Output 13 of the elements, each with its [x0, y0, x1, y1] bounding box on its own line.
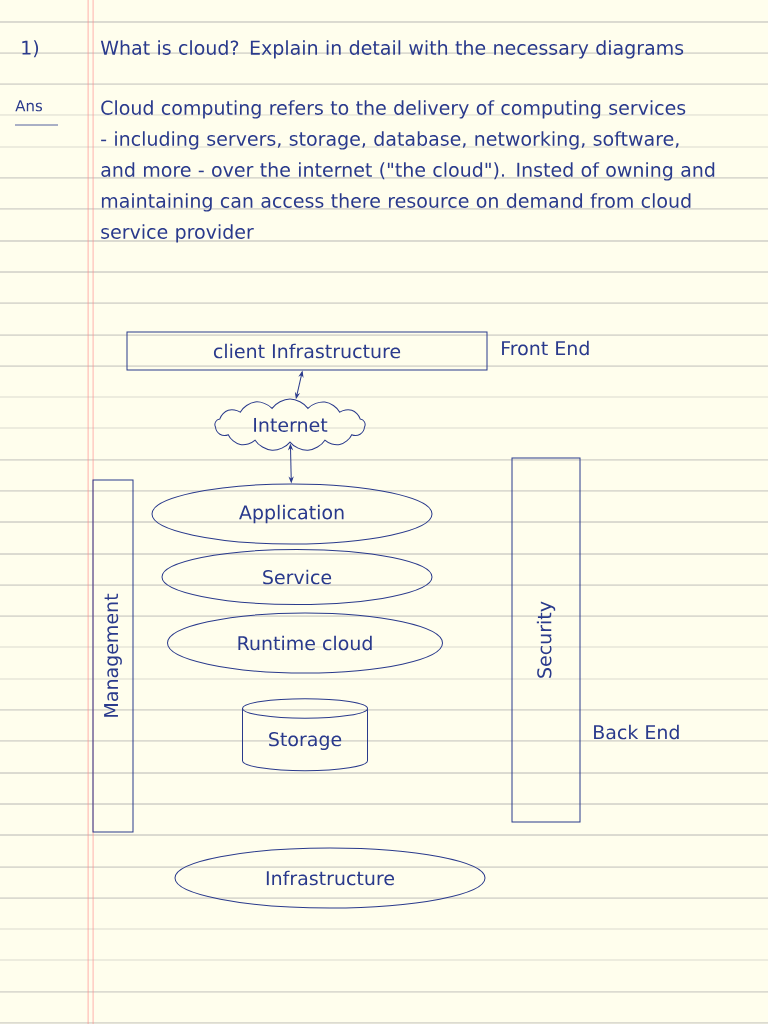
client-box: client Infrastructure — [126, 331, 488, 371]
side-label: Front End — [502, 340, 589, 356]
answer-marker: Ans — [15, 100, 43, 112]
internet-cloud: Internet — [214, 398, 366, 451]
vertical-bar: Management — [92, 479, 134, 833]
vertical-bar: Security — [511, 457, 581, 823]
answer-text: Cloud computing refers to the delivery of computing services - including servers, storage, database, networking, software, and more - over the internet ("the cloud"). Insted of owning and maintaining can access there resource on demand from cloud service provider — [101, 100, 715, 243]
side-label: Back End — [594, 724, 679, 740]
arrow — [288, 444, 294, 483]
question-number: 1) — [22, 40, 39, 58]
arrow — [295, 371, 304, 399]
question-text: What is cloud? Explain in detail with the necessary diagrams — [100, 40, 684, 59]
storage-cylinder: Storage — [242, 698, 368, 772]
